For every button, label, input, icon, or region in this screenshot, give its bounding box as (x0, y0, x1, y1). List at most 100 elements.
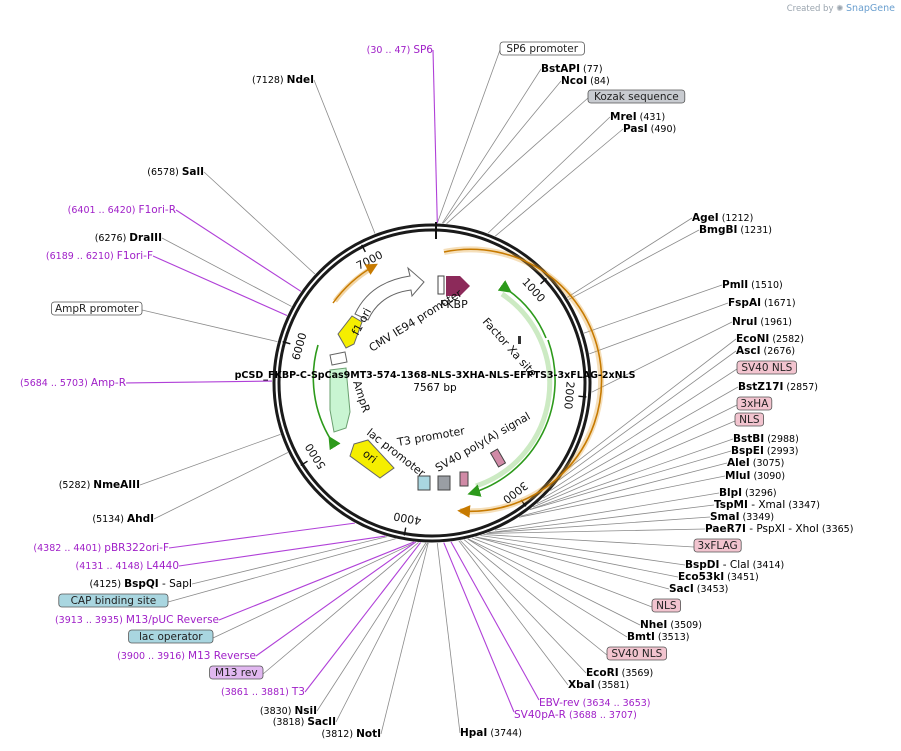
label-part: (3569) (619, 668, 654, 679)
label-part: (3688 .. 3707) (566, 710, 637, 721)
leader-line (488, 516, 711, 534)
ampr-promoter-block (329, 351, 348, 366)
snapgene-credit: Created by ✺ SnapGene (787, 3, 895, 14)
label-part: M13 Reverse (188, 650, 256, 662)
feature-box-label: CAP binding site (71, 595, 157, 607)
leader-line (304, 542, 421, 693)
feature-box-label: SV40 NLS (611, 648, 662, 660)
label-part: BstBI (733, 433, 764, 445)
leader-line (483, 534, 695, 548)
site-label: Eco53kI (3451) (678, 571, 759, 583)
feature-box-label: M13 rev (215, 667, 258, 679)
f1-ori-arrow (337, 315, 363, 349)
label-part: (6578) (147, 167, 182, 178)
label-part: (1510) (748, 280, 783, 291)
leader-line (125, 380, 273, 384)
label-part: (84) (587, 76, 610, 87)
label-part: (3451) (724, 572, 759, 583)
label-part: AgeI (692, 212, 719, 224)
tick-label: 6000 (289, 331, 309, 361)
site-label: (5282) NmeAIII (59, 479, 140, 491)
site-label: BlpI (3296) (719, 487, 777, 499)
label-part: SmaI (710, 511, 740, 523)
label-part: AscI (736, 345, 761, 357)
snapgene-logo-icon: ✺ (836, 4, 844, 14)
leader-line (529, 450, 732, 511)
feature-box-label: SV40 NLS (741, 362, 792, 374)
site-label: BstAPI (77) (541, 63, 603, 75)
label-part: (6401 .. 6420) (68, 205, 139, 216)
feature-box-label: SP6 promoter (506, 43, 578, 55)
label-part: (1212) (719, 213, 754, 224)
feature-box-label: NLS (656, 600, 677, 612)
site-label: SmaI (3349) (710, 511, 774, 523)
label-part: pBR322ori-F (104, 542, 169, 554)
leader-lines (125, 49, 739, 735)
site-label: AgeI (1212) (692, 212, 753, 224)
label-part: FspAI (728, 297, 761, 309)
feature-box (499, 41, 585, 56)
label-part: (3075) (750, 458, 785, 469)
label-part: (1671) (761, 298, 796, 309)
leader-line (262, 542, 419, 675)
label-part: HpaI (460, 727, 487, 739)
site-label: (6578) SalI (147, 166, 204, 178)
label-part: SP6 (413, 44, 433, 56)
feature-box (128, 629, 214, 644)
label-part: BstAPI (541, 63, 580, 75)
label-part: AhdI (127, 513, 154, 525)
label-part: M13/pUC Reverse (126, 614, 219, 626)
label-part: (2582) (769, 334, 804, 345)
leader-line (167, 538, 396, 603)
ampr-arc (312, 344, 341, 451)
site-label: MreI (431) (610, 111, 665, 123)
label-part: (1231) (737, 225, 772, 236)
site-label: BstBI (2988) (733, 433, 799, 445)
site-label: (3812) NotI (321, 728, 381, 740)
leader-line (568, 229, 700, 300)
label-part: (3365) (819, 524, 854, 535)
label-part: NsiI (294, 705, 317, 717)
feature-box-label: NLS (739, 414, 760, 426)
leader-line (175, 209, 302, 292)
feature-box (51, 301, 143, 316)
site-label: PasI (490) (623, 123, 676, 135)
leader-line (520, 462, 728, 517)
label-part: BlpI (719, 487, 742, 499)
label-part: F1ori-F (117, 250, 153, 262)
label-part: MreI (610, 111, 637, 123)
leader-line (471, 537, 653, 608)
leader-line (442, 80, 562, 224)
label-part: (3812) (321, 729, 356, 740)
label-part: BspDI (685, 559, 719, 571)
feature-box-label: Kozak sequence (594, 91, 679, 103)
leader-line (191, 536, 388, 585)
site-label: AscI (2676) (736, 345, 795, 357)
label-part: (5134) (92, 514, 127, 525)
leader-line (495, 128, 624, 237)
label-part: EBV-rev (539, 697, 580, 709)
label-part: F1ori-R (139, 204, 176, 216)
label-part: BmtI (627, 631, 655, 643)
label-part: (2676) (761, 346, 796, 357)
site-label: HpaI (3744) (460, 727, 522, 739)
leader-line (203, 171, 316, 275)
site-label: EcoRI (3569) (586, 667, 653, 679)
primer-label: (6189 .. 6210) F1ori-F (46, 250, 153, 262)
label-part: L4440 (146, 560, 179, 572)
leader-line (543, 386, 739, 499)
site-label: NruI (1961) (732, 316, 792, 328)
cmv-promoter-arrow (354, 266, 425, 321)
leader-line (139, 433, 281, 486)
leader-line (450, 541, 540, 701)
leader-line (335, 542, 428, 723)
cds-arc-nlsline (497, 280, 547, 339)
leader-line (218, 541, 415, 621)
leader-line (463, 539, 608, 656)
label-part: (5282) (59, 480, 94, 491)
label-part: NheI (640, 619, 667, 631)
label-part: (3090) (750, 471, 785, 482)
leader-line (550, 368, 738, 491)
label-part: AleI (727, 457, 750, 469)
primer-label: (3913 .. 3935) M13/pUC Reverse (55, 614, 219, 626)
